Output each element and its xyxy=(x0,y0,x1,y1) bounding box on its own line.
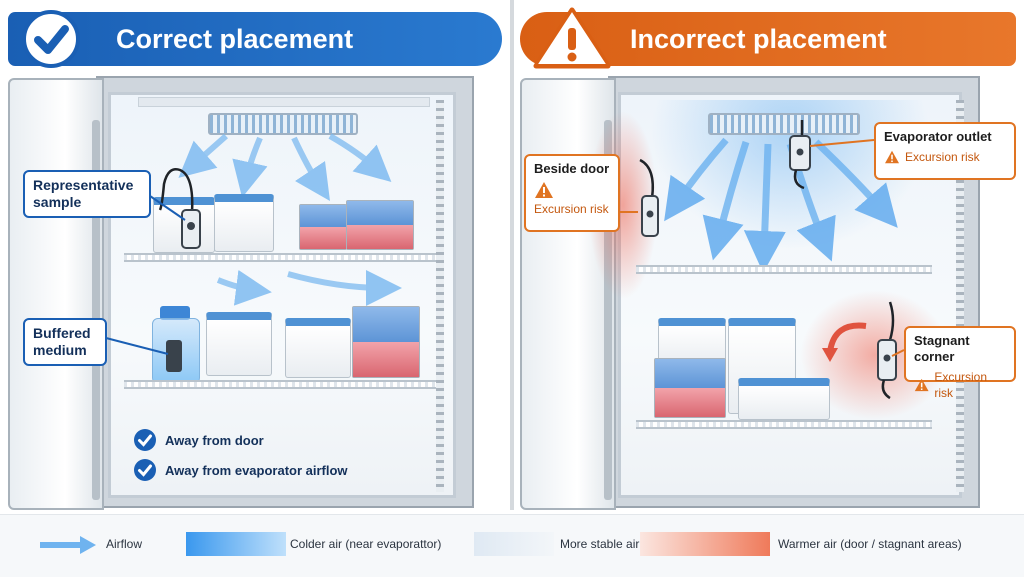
legend-bar xyxy=(0,514,1024,577)
correct-placement-title: Correct placement xyxy=(116,23,354,54)
left-top-light xyxy=(138,97,430,107)
tube-rack-1 xyxy=(299,204,347,250)
representative-sample-callout: Representative sample xyxy=(23,170,151,218)
sensor-probe-icon xyxy=(158,168,201,249)
incorrect-placement-title: Incorrect placement xyxy=(630,23,887,54)
buffered-medium-label: Buffered medium xyxy=(33,325,91,358)
airflow-arrow-icon xyxy=(40,536,96,554)
callout-connector-lines xyxy=(105,195,186,355)
checklist-item-evaporator: Away from evaporator airflow xyxy=(133,458,348,482)
evaporator-outlet-risk-label: Excursion risk xyxy=(905,150,980,164)
right-door-handle xyxy=(604,120,612,500)
sensor-probe-icon xyxy=(789,120,811,190)
legend-stable-swatch xyxy=(474,532,554,556)
right-side-rail xyxy=(956,100,964,492)
left-lower-shelf xyxy=(124,380,436,389)
legend-warmer-swatch xyxy=(640,532,770,556)
incorrect-placement-banner: Incorrect placement xyxy=(520,7,1016,69)
stagnant-airflow-arrow-icon xyxy=(822,322,867,362)
evaporator-outlet-callout: Evaporator outlet Excursion risk xyxy=(874,122,1016,180)
check-icon xyxy=(134,459,156,481)
warning-icon xyxy=(914,378,929,392)
sensor-probe-icon xyxy=(877,301,897,400)
tube-rack-4 xyxy=(654,358,726,418)
storage-box-1 xyxy=(206,312,272,376)
warning-icon xyxy=(533,7,611,69)
stagnant-corner-callout: Stagnant corner Excursion risk xyxy=(904,326,1016,400)
warning-icon xyxy=(535,182,553,198)
panel-divider xyxy=(510,0,514,510)
checklist-item-door: Away from door xyxy=(133,428,264,452)
legend-colder-swatch xyxy=(186,532,286,556)
check-icon xyxy=(134,429,156,451)
left-side-rail xyxy=(436,100,444,492)
beside-door-risk-label: Excursion risk xyxy=(534,202,609,216)
beside-door-label: Beside door xyxy=(534,161,610,176)
left-door-handle xyxy=(92,120,100,500)
buffered-medium-callout: Buffered medium xyxy=(23,318,107,366)
left-upper-shelf xyxy=(124,253,436,262)
checklist-label-evaporator: Away from evaporator airflow xyxy=(165,462,348,478)
warning-icon xyxy=(885,150,899,164)
tube-rack-3 xyxy=(352,306,420,378)
check-icon xyxy=(22,10,80,68)
left-airflow-arrows xyxy=(178,133,402,306)
legend-warmer-label: Warmer air (door / stagnant areas) xyxy=(778,537,962,551)
legend-stable-label: More stable air xyxy=(560,537,640,551)
evaporator-outlet-label: Evaporator outlet xyxy=(884,129,992,144)
storage-box-2 xyxy=(285,318,351,378)
correct-placement-banner: Correct placement xyxy=(8,10,502,68)
stagnant-corner-risk-label: Excursion risk xyxy=(934,370,988,400)
tube-rack-2 xyxy=(346,200,414,250)
sample-container-2 xyxy=(214,194,274,252)
left-evaporator-vent xyxy=(208,113,358,135)
right-lower-shelf xyxy=(636,420,932,429)
stagnant-corner-label: Stagnant corner xyxy=(914,333,970,364)
checklist-label-door: Away from door xyxy=(165,432,264,448)
right-callout-connectors xyxy=(620,139,905,357)
left-fridge-door xyxy=(8,78,104,510)
storage-box-5 xyxy=(738,378,830,420)
sensor-probe-icon xyxy=(639,158,659,237)
right-evaporator-vent xyxy=(708,113,860,135)
right-upper-shelf xyxy=(636,265,932,274)
right-airflow-arrows xyxy=(664,137,898,273)
representative-sample-label: Representative sample xyxy=(33,177,134,210)
legend-colder-label: Colder air (near evaporattor) xyxy=(290,537,442,551)
beside-door-callout: Beside door Excursion risk xyxy=(524,154,620,232)
legend-airflow-label: Airflow xyxy=(106,537,143,551)
